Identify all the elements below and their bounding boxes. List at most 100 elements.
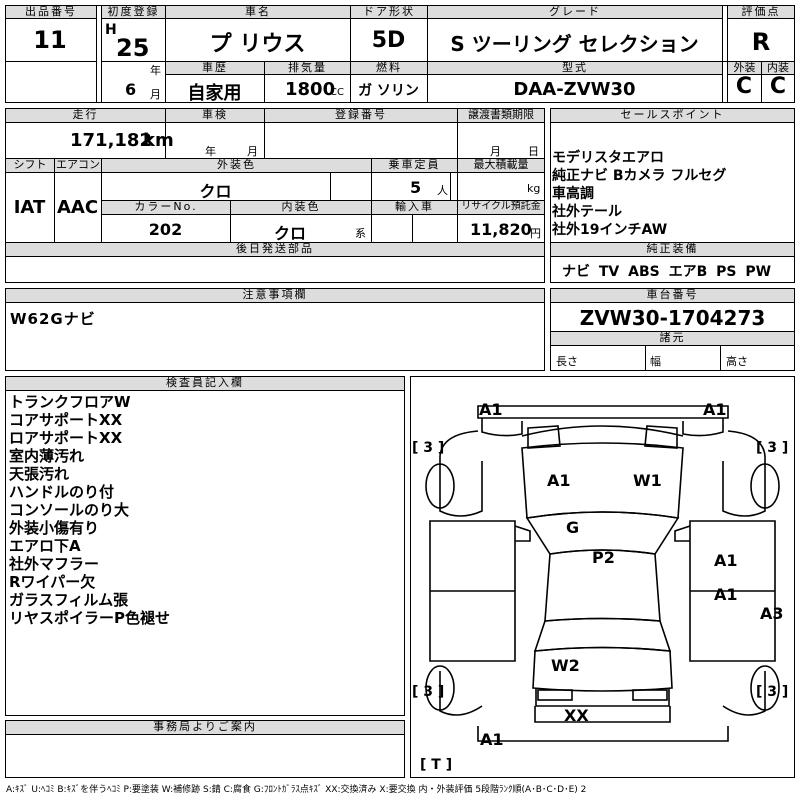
displacement-unit: CC [330, 87, 344, 98]
capacity-unit: 人 [437, 184, 448, 197]
car-name-header: 車名 [165, 5, 351, 19]
divider [450, 173, 451, 200]
chassis-header: 車台番号 [550, 288, 795, 303]
damage-right-rear: A3 [760, 604, 784, 623]
divider [457, 108, 458, 158]
color-no: 202 [148, 220, 183, 239]
length-label: 長さ [556, 355, 578, 368]
divider [350, 61, 351, 103]
reg-month: 6 [125, 80, 137, 99]
inspection-header: 車検 [165, 108, 265, 123]
divider [230, 200, 231, 242]
inspector-note: コアサポートXX [9, 411, 123, 429]
inspector-note: ロアサポートXX [9, 429, 123, 447]
chassis-no: ZVW30-1704273 [579, 306, 766, 330]
int-grade-header: 内装 [761, 61, 795, 75]
displacement-header: 排気量 [264, 61, 351, 75]
mileage: 171,182 [70, 130, 152, 151]
inspector-header: 検査員記入欄 [5, 376, 405, 391]
inspection-month-unit: 月 [247, 145, 258, 158]
aircon-header: エアコン [54, 158, 102, 173]
divider [645, 346, 646, 371]
divider [350, 5, 351, 61]
divider [761, 61, 762, 103]
divider [427, 5, 428, 103]
ext-color-header: 外装色 [101, 158, 372, 173]
int-color-header: 内装色 [230, 200, 372, 215]
fuel-header: 燃料 [350, 61, 428, 75]
height-label: 高さ [726, 355, 748, 368]
ext-grade-header: 外装 [727, 61, 762, 75]
tire-spare: [ T ] [420, 757, 453, 773]
divider [96, 5, 97, 103]
transfer-header: 譲渡書類期限 [457, 108, 545, 123]
damage-hood-right: W1 [633, 471, 662, 490]
divider [264, 61, 265, 103]
era: H [105, 22, 117, 38]
lot-no: 11 [33, 26, 67, 54]
lot-no-header: 出品番号 [5, 5, 97, 19]
score-header: 評価点 [727, 5, 795, 19]
divider [720, 346, 721, 371]
damage-front-left: A1 [479, 400, 503, 419]
tire-tread-fr: [ 3 ] [756, 440, 789, 456]
inspector-note: ハンドルのり付 [9, 483, 115, 501]
displacement: 1800 [285, 79, 336, 100]
int-color-unit: 系 [355, 227, 366, 240]
car-diagram [425, 405, 780, 742]
divider [54, 158, 55, 242]
int-color: クロ [273, 224, 306, 243]
divider [165, 108, 166, 158]
divider [722, 5, 723, 103]
inspector-note: トランクフロアW [9, 393, 131, 411]
grade: S ツーリング セレクション [450, 32, 699, 56]
mileage-unit: km [143, 130, 174, 151]
car-diagram-frame [410, 376, 795, 778]
damage-right-door-front: A1 [714, 551, 738, 570]
shift-header: シフト [5, 158, 55, 173]
sales-point-item: モデリスタエアロ [552, 150, 664, 166]
tire-tread-rl: [ 3 ] [412, 684, 445, 700]
recycle-unit: 円 [530, 227, 541, 240]
reg-month-unit: 月 [150, 88, 161, 101]
recycle-header: リサイクル預託金 [457, 200, 545, 215]
reg-year: 25 [116, 34, 150, 62]
std-equipment: ナビ TV ABS エアB PS PW [562, 264, 772, 280]
fuel: ガ ソリン [358, 83, 419, 99]
inspector-notes-list: トランクフロアW コアサポートXX ロアサポートXX 室内薄汚れ 天張汚れ ハン… [9, 393, 170, 627]
score: R [751, 28, 771, 56]
inspector-note: エアロ下A [9, 537, 81, 555]
first-reg-header: 初度登録 [101, 5, 166, 19]
inspector-note: 室内薄汚れ [9, 447, 85, 465]
office-header: 事務局よりご案内 [5, 720, 405, 735]
divider [165, 5, 166, 103]
inspector-note: リヤスポイラーP色褪せ [9, 609, 170, 627]
sales-point-list: モデリスタエアロ 純正ナビ Bカメラ フルセグ 車高調 社外テール 社外19イン… [552, 149, 726, 239]
width-label: 幅 [650, 355, 661, 368]
notes: W62Gナビ [10, 310, 96, 328]
door-type: 5D [371, 28, 406, 53]
color-no-header: カラーNo. [101, 200, 231, 215]
later-parts-header: 後日発送部品 [5, 242, 545, 257]
divider [727, 5, 728, 103]
sales-point-item: 純正ナビ Bカメラ フルセグ [552, 168, 727, 184]
sales-point-item: 社外テール [552, 204, 622, 220]
shift: IAT [13, 197, 46, 218]
notes-header: 注意事項欄 [5, 288, 545, 303]
max-load-unit: kg [527, 182, 541, 195]
sales-point-item: 社外19インチAW [552, 222, 668, 238]
divider [330, 173, 331, 200]
inspector-note: 天張汚れ [9, 465, 70, 483]
tire-tread-fl: [ 3 ] [412, 440, 445, 456]
legend: A:ｷｽﾞ U:ﾍｺﾐ B:ｷｽﾞを伴うﾍｺﾐ P:要塗装 W:補修跡 S:錆 … [6, 785, 587, 795]
damage-roof: P2 [592, 548, 615, 567]
damage-right-door-rear: A1 [714, 585, 738, 604]
divider [264, 108, 265, 158]
model-code-header: 型式 [427, 61, 723, 75]
inspector-note: Rワイパー欠 [9, 573, 96, 591]
divider [412, 215, 413, 242]
damage-hood-left: A1 [547, 471, 571, 490]
history-header: 車歴 [165, 61, 265, 75]
inspection-year-unit: 年 [205, 145, 216, 158]
tire-tread-rr: [ 3 ] [756, 684, 789, 700]
